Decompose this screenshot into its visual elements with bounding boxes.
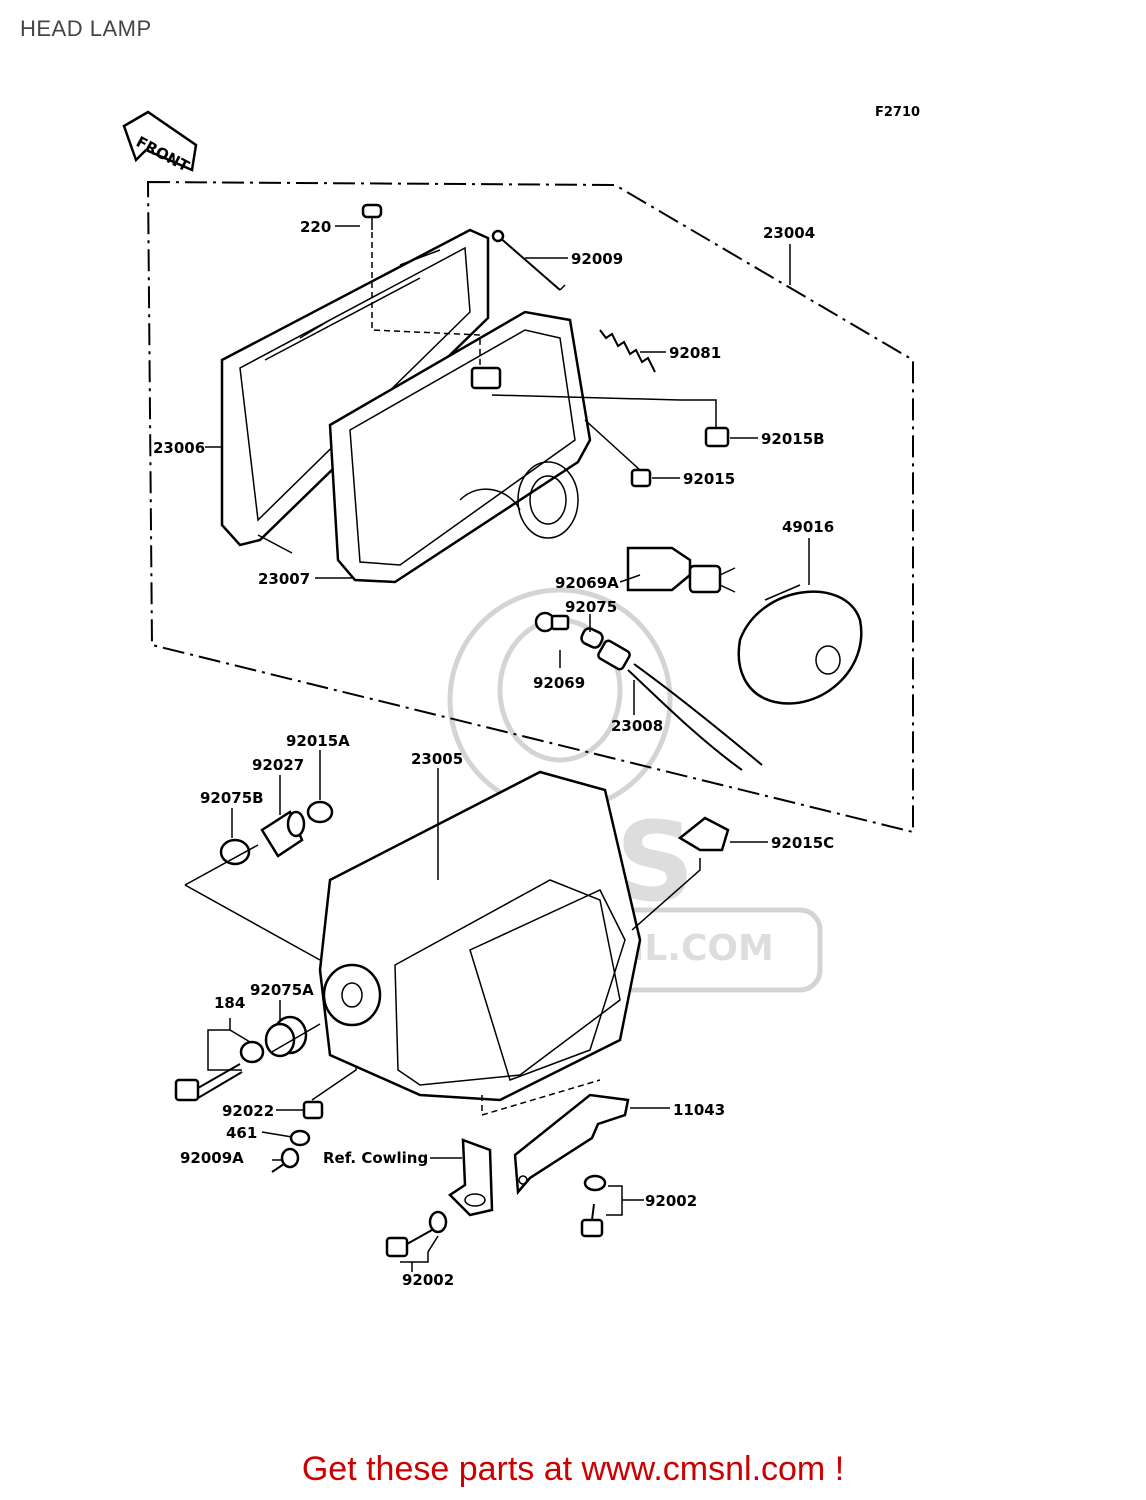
label-92002-right: 92002 [645, 1192, 697, 1210]
label-92009: 92009 [571, 250, 623, 268]
bolt-92002-bottom-icon [385, 1210, 448, 1258]
label-ref-cowling: Ref. Cowling [323, 1149, 428, 1167]
label-23007: 23007 [258, 570, 310, 588]
label-184: 184 [214, 994, 245, 1012]
screw-92009a-icon [271, 1147, 300, 1173]
bulb-92069a-icon [626, 546, 736, 594]
nut-92015b-icon [704, 426, 730, 448]
washer-461-icon [289, 1129, 311, 1147]
label-92015: 92015 [683, 470, 735, 488]
washer-184-icon [239, 1040, 265, 1064]
nut-92022-icon [302, 1100, 324, 1120]
label-23006: 23006 [153, 439, 205, 457]
label-92009a: 92009A [180, 1149, 244, 1167]
leader-lines [184, 225, 810, 1272]
socket-wire-23008-icon [597, 639, 763, 771]
spring-92081-icon [599, 329, 656, 373]
label-92081: 92081 [669, 344, 721, 362]
collar-92027-icon [260, 810, 306, 858]
label-23005: 23005 [411, 750, 463, 768]
grommet-92075-icon [580, 627, 604, 649]
label-92015a: 92015A [286, 732, 350, 750]
footer-link[interactable]: Get these parts at www.cmsnl.com ! [301, 1450, 845, 1488]
bolt-92002-right-icon [580, 1174, 607, 1238]
label-49016: 49016 [782, 518, 834, 536]
bracket-11043 [513, 1093, 630, 1196]
adjust-screw-92009-icon [491, 229, 561, 291]
label-92069: 92069 [533, 674, 585, 692]
bulb-cover-49016 [737, 584, 863, 705]
lens-unit-23007 [328, 310, 592, 584]
nut-92015a-icon [306, 800, 334, 824]
label-92002-bottom: 92002 [402, 1271, 454, 1289]
label-92015b: 92015B [761, 430, 825, 448]
grommet-92075a-icon [264, 1015, 308, 1058]
bracket-92015c-icon [677, 816, 730, 852]
label-11043: 11043 [673, 1101, 725, 1119]
label-92075a: 92075A [250, 981, 314, 999]
label-92075: 92075 [565, 598, 617, 616]
pilot-bulb-92069-icon [534, 611, 570, 633]
label-92015c: 92015C [771, 834, 834, 852]
diagram-code: F2710 [875, 105, 920, 120]
bolt-184-icon [174, 1063, 243, 1102]
label-92022: 92022 [222, 1102, 274, 1120]
page-title: HEAD LAMP [20, 16, 152, 41]
label-92069a: 92069A [555, 574, 619, 592]
front-arrow-icon: FRONT [122, 110, 198, 176]
label-92075b: 92075B [200, 789, 264, 807]
housing-23005 [318, 770, 642, 1102]
label-92027: 92027 [252, 756, 304, 774]
cowling-stay-icon [448, 1138, 494, 1217]
label-23008: 23008 [611, 717, 663, 735]
assembly-boundary-23004 [146, 180, 914, 834]
label-23004: 23004 [763, 224, 815, 242]
label-461: 461 [226, 1124, 257, 1142]
label-220: 220 [300, 218, 331, 236]
washer-92075b-icon [219, 838, 251, 866]
nut-92015-icon [630, 468, 652, 488]
screw-220-icon [361, 203, 383, 230]
